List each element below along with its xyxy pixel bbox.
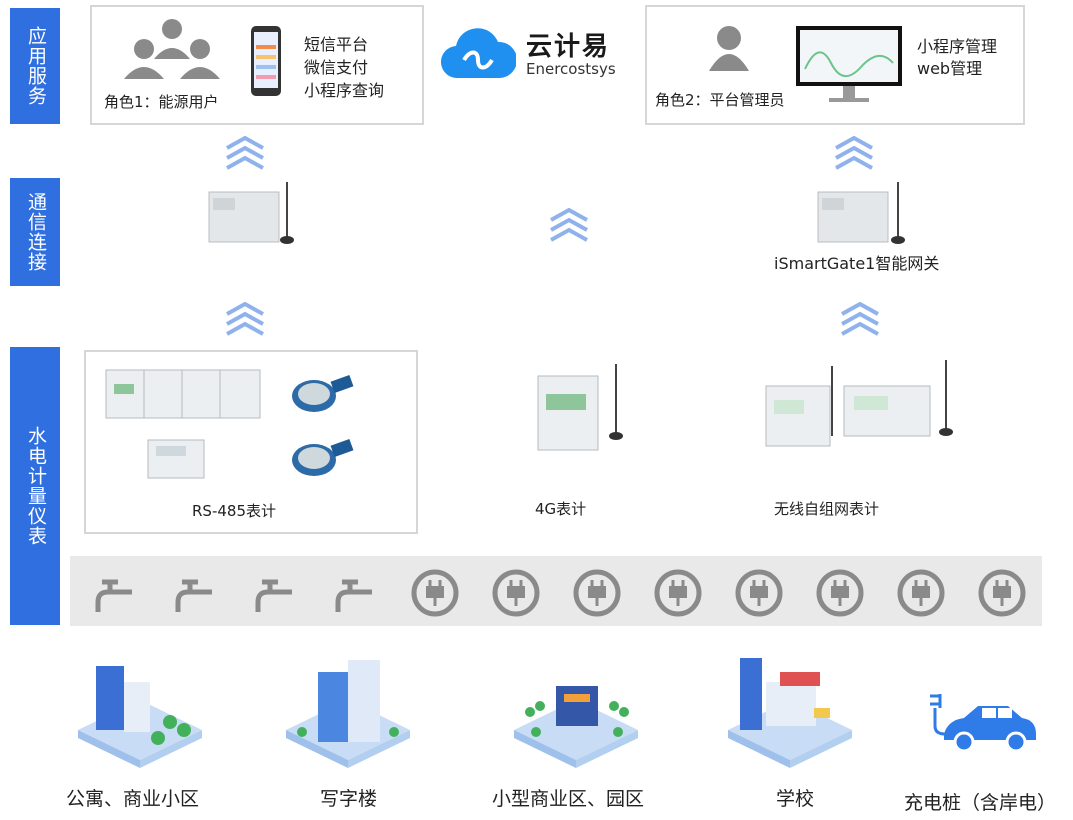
power-plug-icon: [735, 569, 783, 617]
label-communication: 通信连接: [10, 178, 60, 286]
water-tap-icon: [175, 579, 212, 612]
feature-wechat-pay: 微信支付: [304, 58, 369, 77]
meter-label-4g: 4G表计: [535, 500, 587, 518]
feature-miniprogram-admin: 小程序管理: [917, 37, 998, 56]
school-scene-icon: [728, 658, 852, 768]
up-arrow-icon: [226, 136, 264, 170]
electric-car-icon: [930, 694, 1036, 753]
feature-web-admin: web管理: [917, 59, 983, 78]
label-application-service: 应用服务: [10, 8, 60, 124]
gateway-label: iSmartGate1智能网关: [774, 254, 940, 273]
brand-logo: 云计易 Enercostsys: [440, 22, 630, 88]
feature-miniprogram-query: 小程序查询: [304, 81, 385, 100]
gateway-device-icon: [817, 182, 905, 244]
scene-label-apartment: 公寓、商业小区: [66, 788, 200, 810]
wireless-meter-device-icon: [765, 360, 953, 447]
role1-name: 角色1：能源用户: [104, 93, 219, 111]
power-plug-icon: [492, 569, 540, 617]
water-meter-icon: [292, 374, 354, 412]
power-plug-icon: [654, 569, 702, 617]
role2-name: 角色2：平台管理员: [655, 91, 785, 109]
users-icon: [124, 19, 220, 79]
power-plug-icon: [897, 569, 945, 617]
4g-meter-device-icon: [537, 364, 623, 451]
phone-icon: [251, 26, 281, 96]
feature-sms-platform: 短信平台: [304, 35, 369, 54]
up-arrow-icon: [550, 208, 588, 242]
up-arrow-icon: [226, 302, 264, 336]
up-arrow-icon: [835, 136, 873, 170]
electric-meter-icon: [147, 439, 205, 479]
power-plug-icon: [573, 569, 621, 617]
rs485-meter-panel: RS-485表计: [84, 350, 418, 534]
role1-panel: 短信平台 微信支付 小程序查询 角色1：能源用户: [90, 5, 424, 125]
water-tap-icon: [335, 579, 372, 612]
role2-panel: 小程序管理 web管理 角色2：平台管理员: [645, 5, 1025, 125]
scene-label-school: 学校: [776, 788, 815, 810]
scene-label-commercial: 小型商业区、园区: [492, 788, 645, 810]
scene-label-charging: 充电桩（含岸电）: [904, 792, 1057, 814]
water-meter-icon: [292, 438, 354, 476]
commercial-park-scene-icon: [514, 686, 638, 768]
meter-type-strip: [70, 556, 1042, 626]
logo-text-en: Enercostsys: [526, 60, 616, 78]
water-tap-icon: [95, 579, 132, 612]
apartment-scene-icon: [78, 666, 202, 768]
scene-label-office: 写字楼: [320, 788, 378, 810]
label-metering: 水电计量仪表: [10, 347, 60, 625]
monitor-icon: [796, 26, 902, 102]
up-arrow-icon: [841, 302, 879, 336]
admin-user-icon: [709, 26, 749, 71]
rail-meter-icon: [105, 369, 261, 419]
cloud-logo-icon: [441, 28, 516, 79]
power-plug-icon: [978, 569, 1026, 617]
water-tap-icon: [255, 579, 292, 612]
power-plug-icon: [816, 569, 864, 617]
power-plug-icon: [411, 569, 459, 617]
logo-text-cn: 云计易: [526, 32, 611, 62]
office-building-scene-icon: [286, 660, 410, 768]
meter-label-wireless: 无线自组网表计: [774, 500, 880, 518]
meter-label-rs485: RS-485表计: [192, 502, 276, 520]
gateway-device-icon: [208, 182, 294, 244]
